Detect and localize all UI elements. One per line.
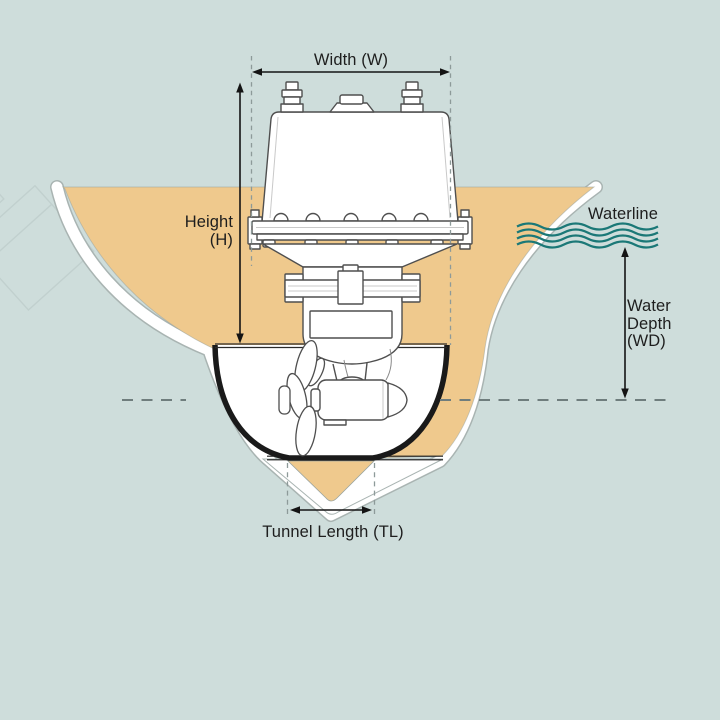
water-depth-label-line3: (WD) bbox=[627, 332, 666, 350]
nameplate bbox=[309, 310, 393, 339]
bow-thruster-unit bbox=[247, 81, 473, 457]
width-dimension-arrow bbox=[250, 56, 452, 345]
tunnel-length-label: Tunnel Length (TL) bbox=[262, 523, 404, 541]
waterline-waves-icon bbox=[516, 222, 659, 249]
water-depth-label-line1: Water bbox=[627, 297, 671, 315]
gear-pod bbox=[310, 348, 408, 426]
water-depth-label-line2: Depth bbox=[627, 314, 672, 333]
tunnel-length-arrow bbox=[286, 463, 376, 518]
height-label-line2: (H) bbox=[209, 231, 233, 249]
clamp-bar bbox=[284, 264, 421, 305]
keel-v-section bbox=[261, 458, 444, 515]
height-label: Height (H) bbox=[128, 213, 233, 249]
width-label: Width (W) bbox=[313, 51, 389, 69]
motor-terminal-studs bbox=[281, 81, 423, 105]
propeller bbox=[278, 340, 326, 457]
electric-motor-body bbox=[261, 94, 459, 223]
water-depth-arrow bbox=[621, 247, 629, 399]
waterline-label: Waterline bbox=[588, 205, 658, 223]
height-dimension-arrow bbox=[236, 82, 244, 344]
mounting-flange bbox=[247, 209, 473, 250]
water-depth-label: Water Depth (WD) bbox=[627, 297, 672, 351]
height-label-line1: Height bbox=[184, 213, 233, 231]
